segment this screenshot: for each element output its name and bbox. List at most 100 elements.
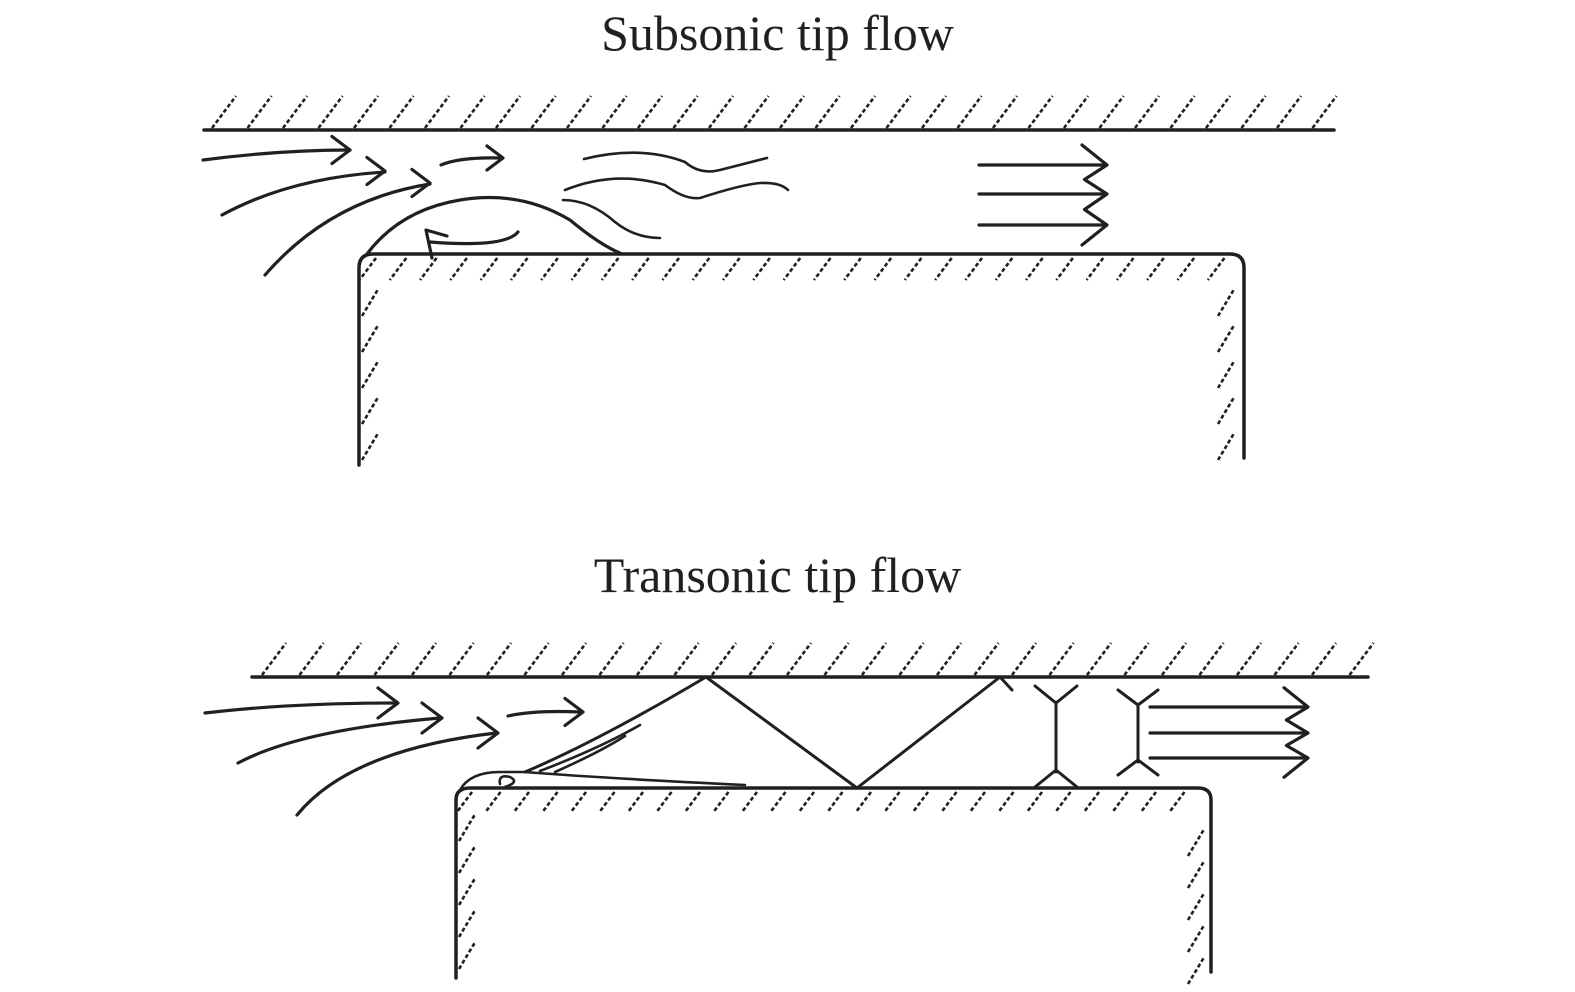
hatch-mark [898,642,925,676]
flow-features [203,675,1310,817]
hatch-mark [1186,861,1205,889]
hatch-mark [260,642,288,676]
hatch-mark [1186,829,1205,857]
casing-wall [250,642,1375,679]
hatch-mark [1025,791,1044,813]
hatch-mark [1146,257,1165,281]
hatch-mark [752,257,771,281]
separation-bubble [365,195,624,256]
hatch-mark [991,95,1019,129]
hatch-mark [598,791,616,813]
hatch-mark [565,95,593,129]
hatch-mark [494,95,522,129]
hatch-mark [826,791,844,813]
wake-streamline [563,177,790,200]
expansion-line [538,723,642,773]
hatch-mark [1085,642,1113,676]
hatch-mark [570,257,590,281]
arrowhead [563,696,585,728]
hatch-mark [849,95,877,129]
hatch-mark [298,642,325,676]
hatch-mark [814,95,841,129]
hatch-mark [1275,95,1303,129]
hatch-mark [388,95,415,129]
hatch-mark [388,257,408,281]
hatch-mark [920,95,948,129]
hatch-mark [457,814,476,842]
expansion-line [553,734,627,774]
exit-arrowheads [1282,686,1310,779]
hatch-mark [1206,257,1226,281]
hatch-mark [854,791,873,813]
hatch-mark [485,642,513,676]
hatch-mark [994,257,1014,281]
hatch-mark [1062,95,1090,129]
hatch-mark [281,95,309,129]
hatch-mark [419,257,438,281]
wake-streamline [582,151,769,173]
hatch-mark [601,95,628,129]
hatch-mark [812,257,832,281]
hatch-mark [635,642,663,676]
hatch-mark [1085,257,1105,281]
streamline [506,709,582,718]
hatch-mark [885,95,912,129]
hatch-mark [358,257,378,281]
hatch-mark [934,257,953,281]
hatch-mark [1216,433,1235,461]
hatch-mark [935,642,963,676]
arrowhead [476,716,500,750]
hatch-mark [1204,95,1232,129]
hatch-mark [740,791,759,813]
hatch-mark [911,791,930,813]
hatch-mark [1235,642,1263,676]
streamline [263,182,432,277]
hatch-mark [1115,257,1135,281]
hatch-mark [683,791,702,813]
hatch-mark [1160,642,1188,676]
hatch-mark [512,791,531,813]
streamline [439,156,502,167]
leading-edge-shock [523,675,708,774]
leading-edge-vortex [498,775,516,789]
hatch-mark [410,642,438,676]
hatch-mark [1186,957,1205,985]
hatch-mark [712,791,730,813]
hatch-mark [1186,893,1205,921]
hatch-mark [1310,642,1338,676]
hatch-mark [743,95,770,129]
hatch-mark [479,257,499,281]
hatch-mark [1010,642,1038,676]
hatch-mark [541,791,559,813]
streamline [201,148,352,162]
hatch-mark [661,257,681,281]
hatch-mark [778,95,806,129]
hatch-mark [1348,642,1375,676]
reverse-arrowhead [424,228,449,260]
blade-tip [357,252,1246,467]
hatch-mark [785,642,813,676]
hatch-mark [509,257,529,281]
hatch-mark [860,642,888,676]
hatch-mark [748,642,775,676]
hatch-mark [710,642,738,676]
hatch-mark [540,257,559,281]
hatch-mark [423,95,451,129]
hatch-mark [1025,257,1044,281]
streamline [220,170,387,217]
subsonic-title: Subsonic tip flow [601,5,954,61]
hatch-mark [769,791,787,813]
hatch-mark [210,95,238,129]
hatch-mark [246,95,273,129]
hatch-mark [1273,642,1300,676]
hatch-mark [1111,791,1129,813]
hatch-mark [691,257,711,281]
transonic-title: Transonic tip flow [593,547,962,603]
hatch-mark [797,791,816,813]
hatch-mark [360,397,379,425]
subsonic-panel [201,95,1338,467]
hatch-mark [457,942,476,970]
hatch-mark [448,642,475,676]
hatch-mark [1098,95,1125,129]
hatch-mark [883,791,901,813]
